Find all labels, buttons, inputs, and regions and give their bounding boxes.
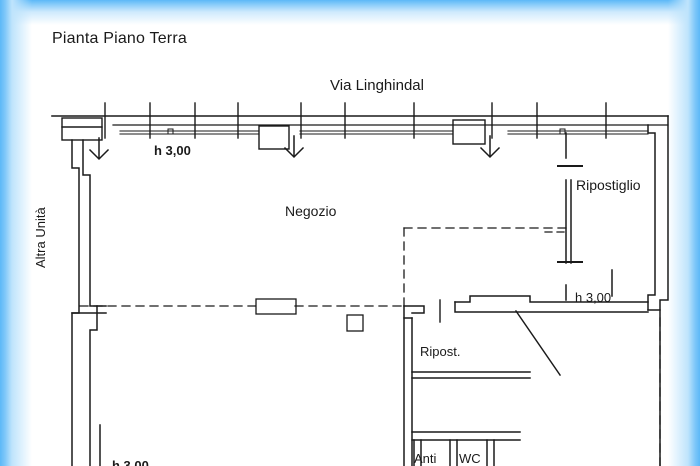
room-label-negozio: Negozio	[285, 203, 337, 219]
ripost-room	[403, 299, 531, 466]
street-name-label: Via Linghindal	[330, 77, 424, 94]
adjacent-unit-label: Altra Unità	[33, 207, 48, 268]
shopfront-glazing	[119, 128, 649, 135]
page-title: Pianta Piano Terra	[52, 30, 187, 47]
height-annotation-bottom: h 3,00	[112, 458, 149, 466]
anti-wc-rooms	[411, 431, 521, 466]
facade-openings	[61, 117, 486, 150]
centre-right-walls	[454, 269, 649, 313]
room-label-anti: Anti	[414, 451, 437, 466]
ripostiglio-room	[544, 132, 583, 301]
facade-pilasters	[104, 102, 607, 139]
height-annotation-top: h 3,00	[154, 143, 191, 158]
plan-fixtures	[255, 298, 364, 332]
height-annotation-right: h 3,00	[575, 290, 612, 305]
top-facade-wall	[51, 115, 669, 126]
room-label-ripostiglio: Ripostiglio	[576, 177, 641, 193]
room-label-ripost: Ripost.	[420, 344, 461, 359]
stair-ramp-diagonal	[514, 309, 562, 377]
dashed-partition	[79, 227, 661, 466]
left-exterior-wall	[71, 139, 107, 466]
room-label-wc: WC	[459, 451, 481, 466]
entrance-arrows	[88, 135, 501, 161]
right-exterior-wall	[647, 115, 669, 466]
